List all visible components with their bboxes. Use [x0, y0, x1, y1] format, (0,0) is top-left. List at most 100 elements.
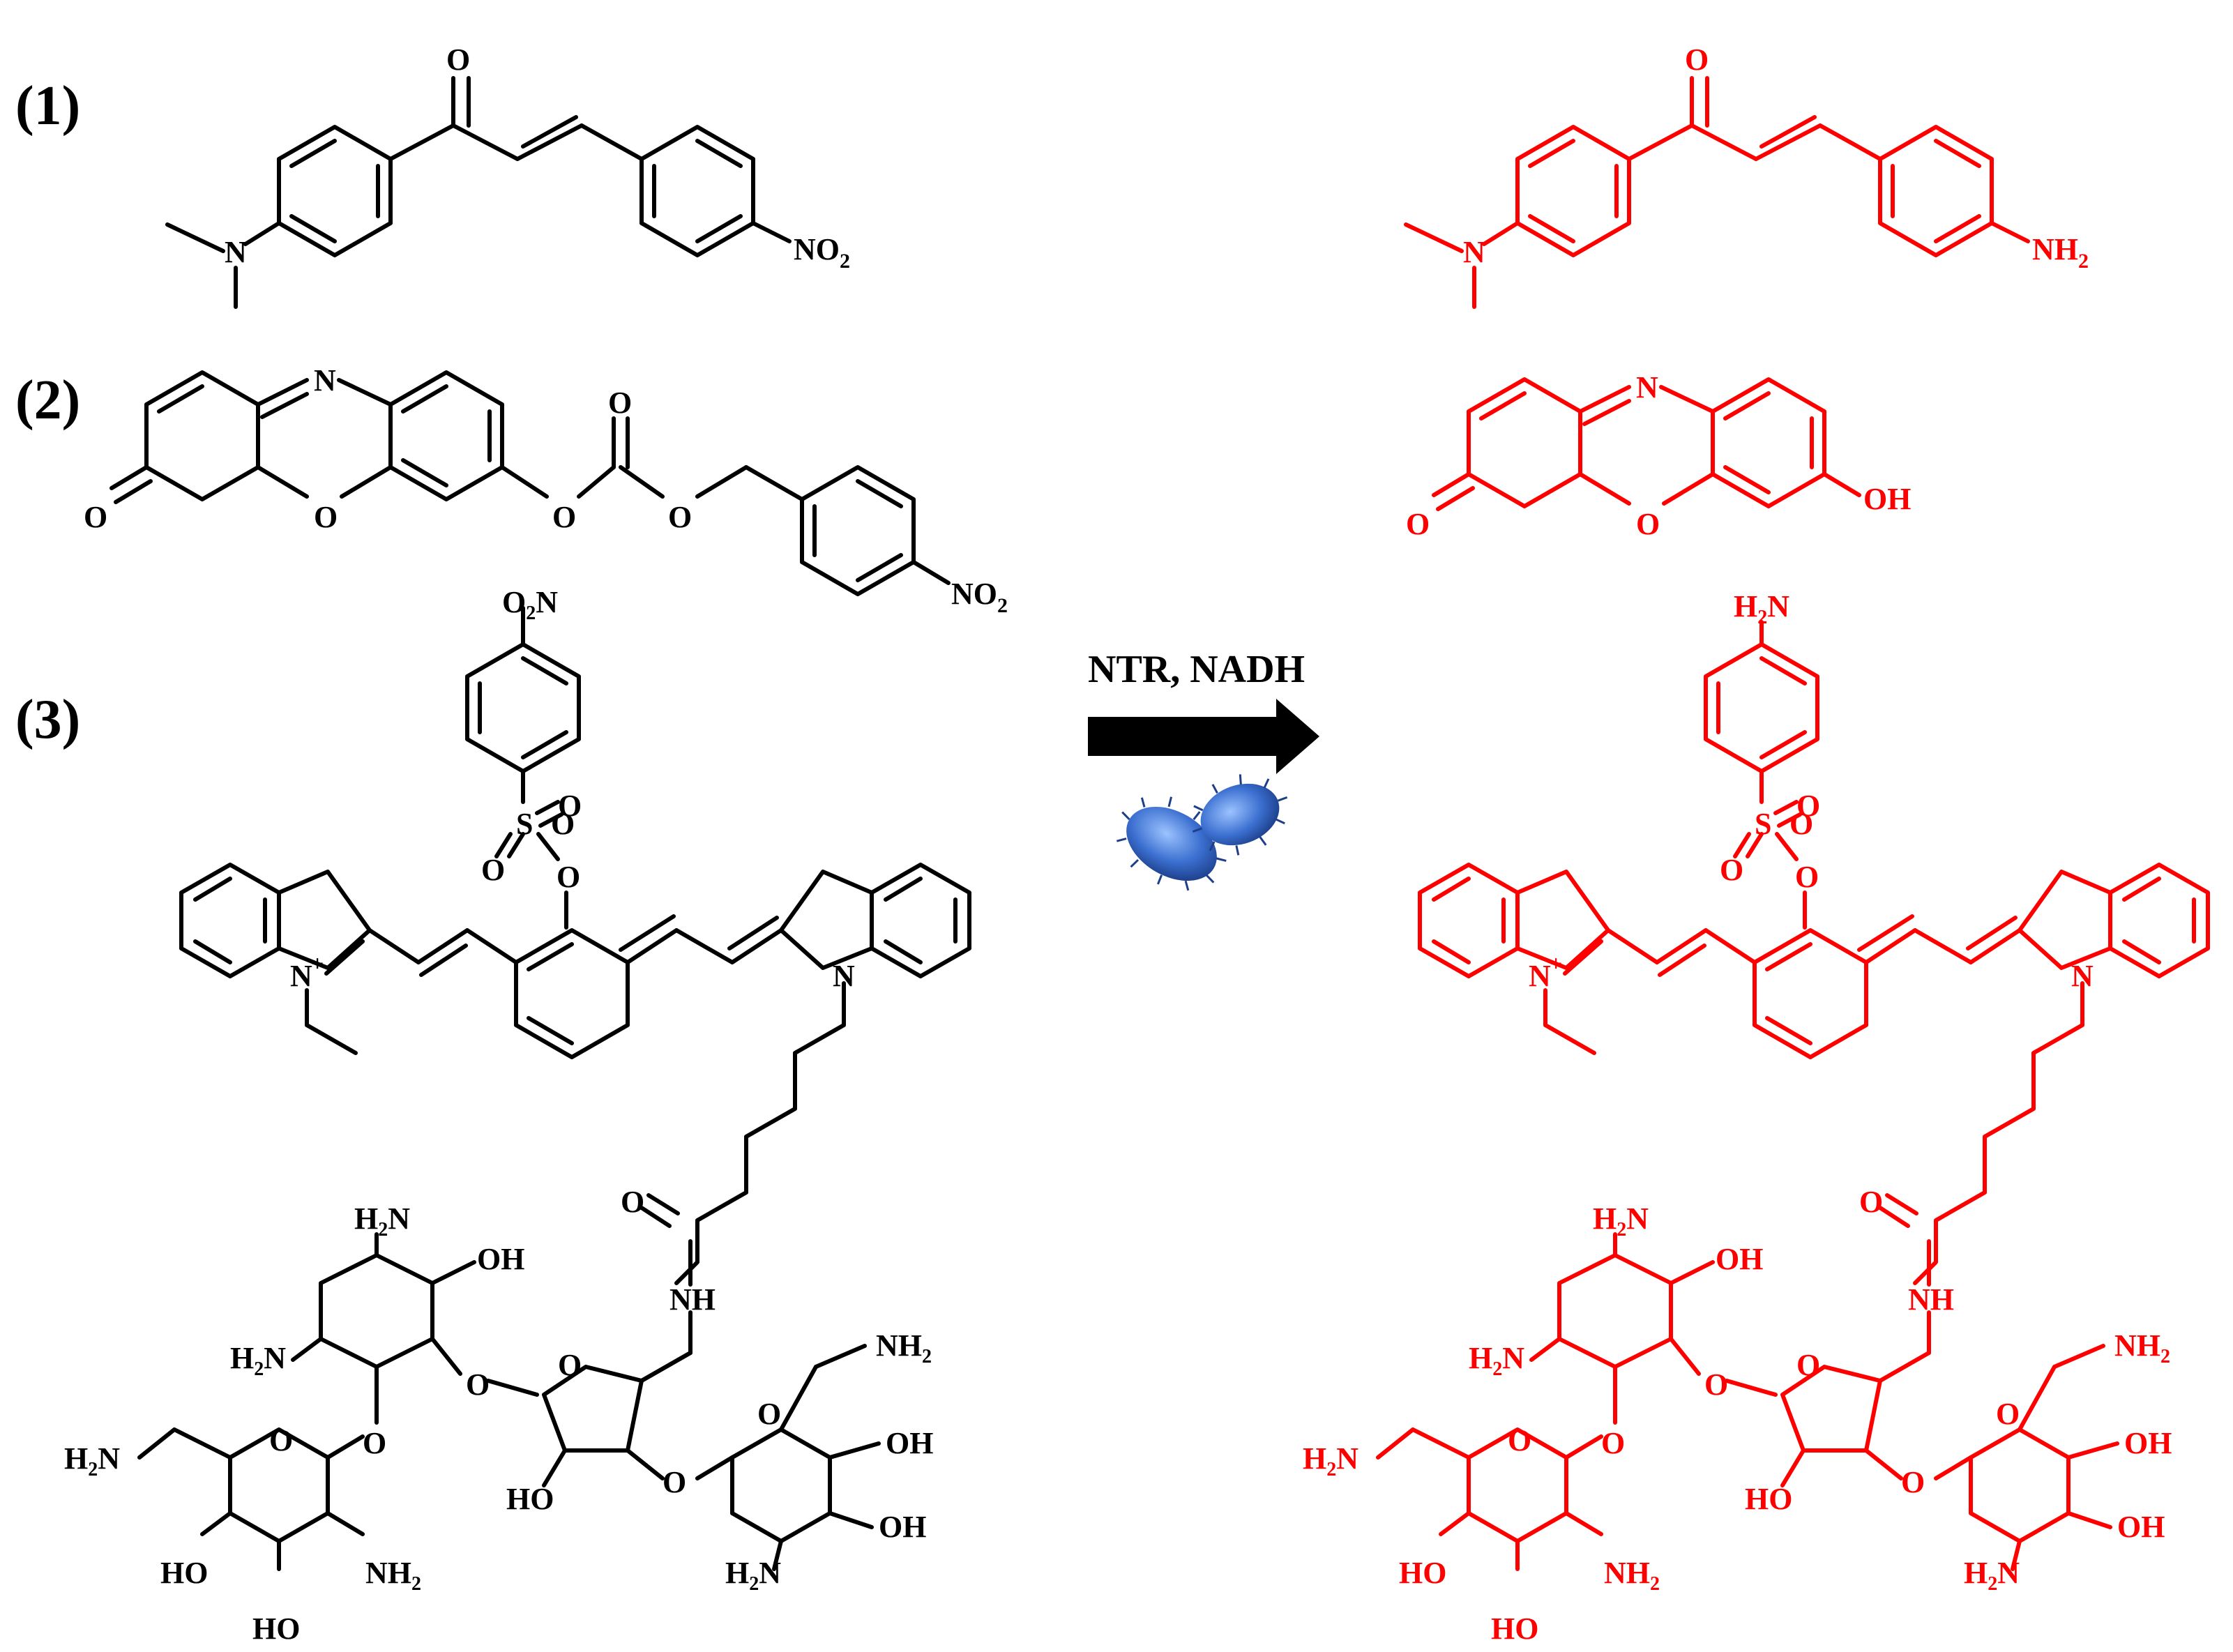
atom-label: O — [663, 1465, 686, 1499]
atom-label: NO — [794, 232, 840, 266]
atom-subscript: 2 — [749, 1573, 759, 1595]
atom-label: O — [1720, 853, 1743, 887]
atom-label: N — [536, 585, 558, 619]
atom-subscript: 2 — [88, 1459, 98, 1480]
atom-label: HO — [1491, 1612, 1538, 1646]
product-3-structure — [1376, 620, 2210, 1571]
atom-subscript: 2 — [1757, 607, 1767, 628]
atom-label: N — [759, 1556, 781, 1590]
atom-label: N — [1997, 1556, 2020, 1590]
svg-text:H2N: H2N — [64, 1441, 120, 1480]
atom-label: NH — [1604, 1556, 1650, 1590]
atom-label: OH — [1863, 482, 1911, 516]
atom-label: N — [1502, 1341, 1524, 1375]
atom-subscript: 2 — [1326, 1459, 1336, 1480]
atom-label: O — [446, 43, 470, 77]
reaction-conditions: NTR, NADH — [1088, 648, 1305, 691]
atom-label: O — [757, 1397, 781, 1431]
atom-label: O — [551, 807, 575, 841]
atom-subscript: 2 — [1617, 1219, 1626, 1241]
svg-text:NH2: NH2 — [2032, 232, 2089, 273]
atom-label: HO — [1745, 1482, 1792, 1516]
atom-subscript: 2 — [1650, 1573, 1660, 1595]
atom-label: N — [314, 363, 336, 397]
atom-label: HO — [1399, 1556, 1446, 1590]
atom-label: O — [84, 500, 107, 534]
atom-subscript: 2 — [526, 603, 536, 624]
svg-text:H2N: H2N — [1303, 1441, 1358, 1480]
product-1-structure — [1404, 76, 2030, 309]
atom-label: OH — [2117, 1510, 2165, 1544]
atom-label: O — [1704, 1367, 1728, 1402]
atom-label: N — [2071, 959, 2094, 993]
atom-label: NH — [1908, 1282, 1954, 1317]
svg-text:O2N: O2N — [502, 585, 558, 624]
svg-text:H2N: H2N — [1964, 1556, 2020, 1595]
atom-label: H — [725, 1556, 749, 1590]
atom-label: NH — [669, 1282, 716, 1317]
atom-label: HO — [506, 1482, 554, 1516]
atom-label: H — [1964, 1556, 1988, 1590]
bacterium — [1192, 774, 1288, 856]
atom-label: N — [225, 235, 247, 269]
product-2-atoms: N O O OH — [1406, 370, 1911, 541]
atom-label: N — [1463, 235, 1485, 269]
atom-label: O — [1859, 1185, 1883, 1219]
atom-label: O — [557, 860, 580, 894]
atom-subscript: 2 — [411, 1573, 421, 1595]
atom-label: N — [1767, 589, 1789, 623]
atom-label: H — [64, 1441, 88, 1476]
atom-subscript: 2 — [2160, 1346, 2170, 1367]
atom-label: O — [1508, 1423, 1531, 1457]
svg-text:NH2: NH2 — [876, 1328, 932, 1367]
atom-label: H — [1303, 1441, 1326, 1476]
atom-label: O — [1601, 1426, 1625, 1460]
atom-subscript: 2 — [840, 250, 850, 273]
atom-label: N — [264, 1341, 286, 1375]
svg-text:H2N: H2N — [354, 1202, 410, 1241]
atom-label: H — [230, 1341, 254, 1375]
compound-label-3: (3) — [15, 689, 80, 750]
compound-label-2: (2) — [15, 370, 80, 431]
atom-label: O — [608, 386, 632, 420]
atom-subscript: 2 — [922, 1346, 932, 1367]
atom-label: N — [98, 1441, 120, 1476]
reactant-3-structure — [137, 606, 971, 1571]
atom-label: OH — [1716, 1242, 1763, 1276]
atom-subscript: 2 — [1492, 1358, 1502, 1380]
atom-label: OH — [886, 1426, 933, 1460]
atom-label: O — [558, 1348, 582, 1382]
atom-label: N — [1336, 1441, 1358, 1476]
atom-label: O — [1789, 807, 1813, 841]
svg-text:NO2: NO2 — [794, 232, 850, 273]
bacteria-illustration — [1116, 774, 1288, 891]
atom-label: N — [1529, 959, 1551, 993]
atom-label: NH — [876, 1328, 922, 1363]
atom-label: O — [1685, 43, 1709, 77]
svg-text:NH2: NH2 — [2114, 1328, 2170, 1367]
atom-label: N — [388, 1202, 410, 1236]
atom-label: O — [558, 789, 582, 823]
atom-label: O — [1996, 1397, 2020, 1431]
charge-label: + — [1550, 950, 1562, 976]
svg-text:H2N: H2N — [1593, 1202, 1649, 1241]
atom-label: HO — [160, 1556, 208, 1590]
product-2-structure — [1432, 377, 1861, 511]
atom-label: OH — [879, 1510, 926, 1544]
atom-subscript: 2 — [254, 1358, 264, 1380]
charge-label: + — [311, 950, 324, 976]
reactant-3-atoms: O2N S O O O O N + N O NH O O O O O O H2N… — [64, 585, 933, 1646]
atom-label: O — [466, 1367, 490, 1402]
atom-label: N — [1626, 1202, 1649, 1236]
reactant-2-atoms: N O O O O O NO2 — [84, 363, 1008, 617]
svg-text:NH2: NH2 — [365, 1556, 421, 1595]
atom-subscript: 2 — [997, 594, 1008, 617]
reactant-1-atoms: O N NO2 — [225, 43, 850, 273]
svg-text:H2N: H2N — [230, 1341, 286, 1380]
svg-text:H2N: H2N — [1734, 589, 1789, 628]
reactant-1-structure — [165, 76, 792, 309]
atom-subscript: 2 — [1988, 1573, 1997, 1595]
atom-label: O — [668, 500, 692, 534]
compound-label-1: (1) — [15, 75, 80, 137]
atom-label: NH — [2032, 232, 2078, 266]
